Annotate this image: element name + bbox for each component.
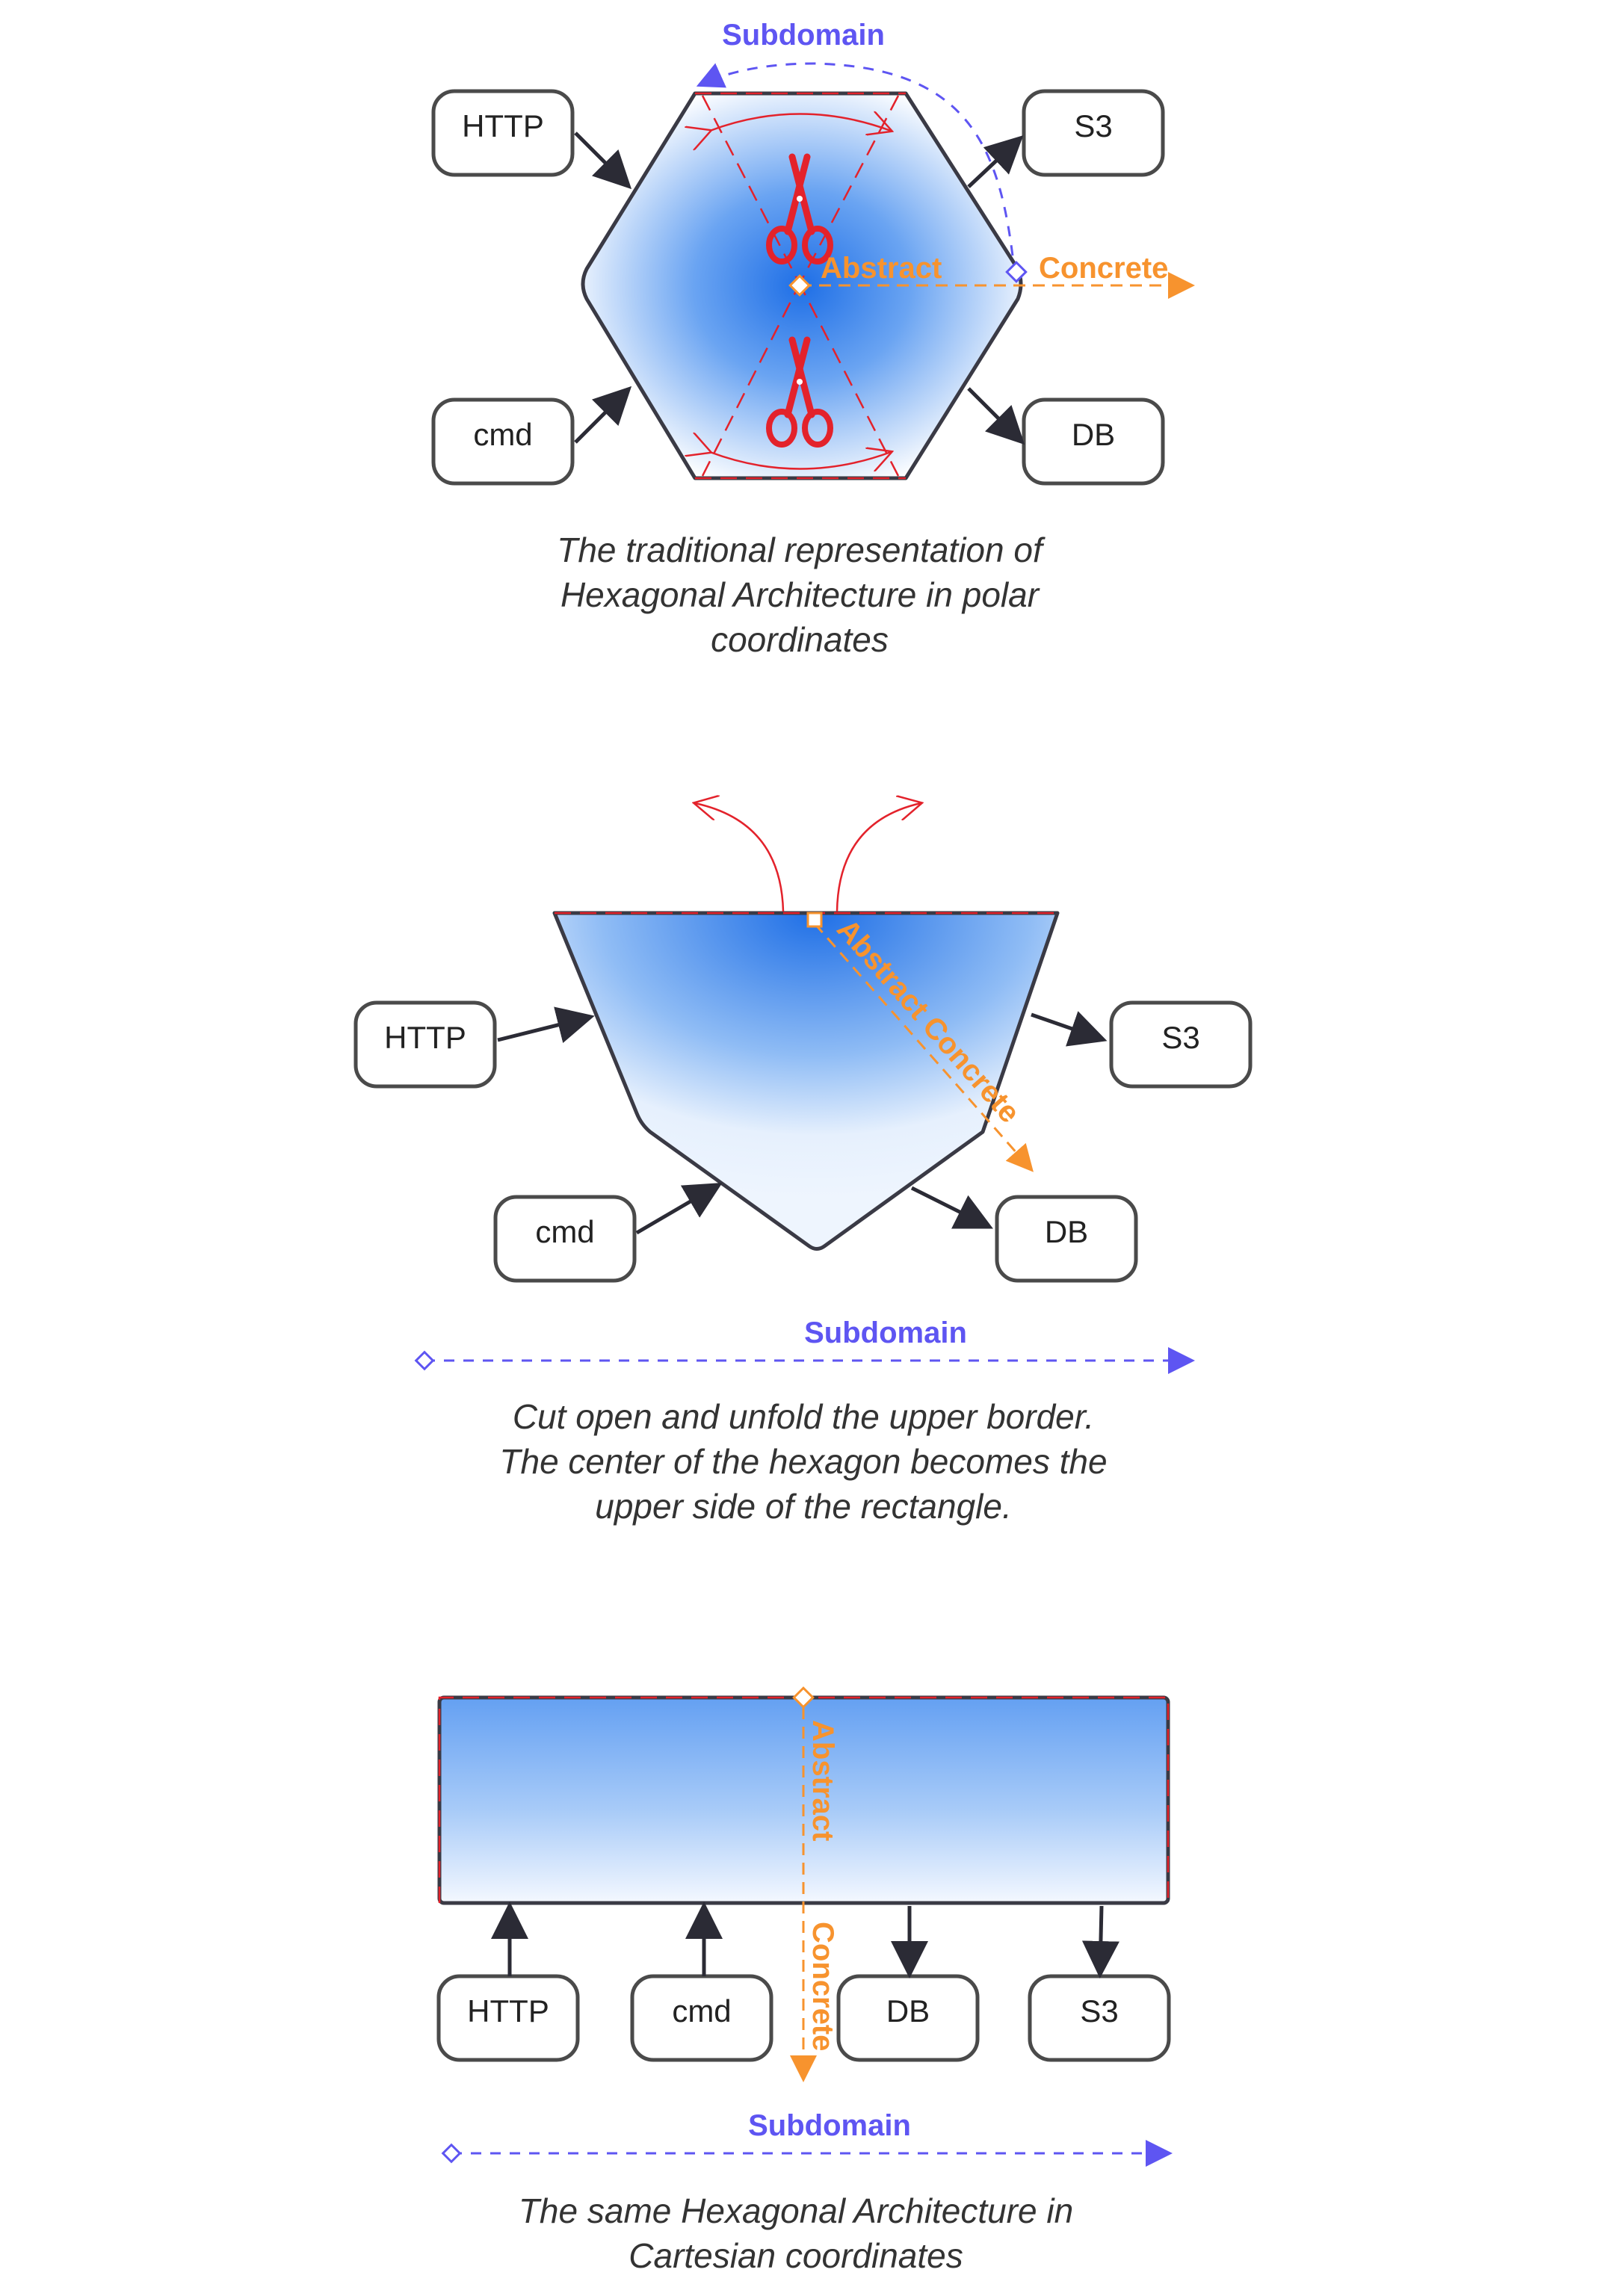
subdomain-marker [1005, 261, 1028, 283]
concrete-label: Concrete [806, 1922, 839, 2051]
s3-box: S3 [1028, 1974, 1171, 2062]
cut-lines [695, 92, 906, 480]
svg-text:cmd: cmd [672, 1993, 731, 2029]
svg-text:DB: DB [1045, 1214, 1088, 1249]
cmd-box: cmd [431, 397, 575, 486]
subdomain-marker [414, 1350, 435, 1371]
abstract-marker [806, 912, 823, 928]
svg-text:HTTP: HTTP [462, 108, 544, 143]
svg-text:HTTP: HTTP [467, 1993, 549, 2029]
svg-text:S3: S3 [1161, 1020, 1199, 1055]
caption-line: Cartesian coordinates [629, 2236, 963, 2275]
caption-line: The traditional representation of [557, 530, 1046, 569]
caption-line: Hexagonal Architecture in polar [560, 575, 1040, 614]
unfold-arrow-right [836, 803, 921, 912]
abstract-label: Abstract [821, 252, 942, 285]
cmd-arrow [574, 386, 632, 444]
s3-box: S3 [1022, 89, 1165, 177]
svg-text:cmd: cmd [535, 1214, 594, 1249]
s3-box: S3 [1109, 1000, 1253, 1089]
subdomain-label: Subdomain [748, 2109, 911, 2142]
db-box: DB [836, 1974, 980, 2062]
section-cartesian: Abstract Concrete HTTP cmd DB S3 Subdoma… [436, 1686, 1173, 2275]
svg-text:S3: S3 [1080, 1993, 1118, 2029]
http-box: HTTP [431, 89, 575, 177]
abstract-label: Abstract [806, 1720, 839, 1841]
db-box: DB [995, 1195, 1138, 1283]
svg-text:cmd: cmd [473, 417, 532, 452]
cmd-arrow [635, 1182, 723, 1235]
subdomain-marker [441, 2143, 462, 2164]
concrete-label: Concrete [1039, 252, 1168, 285]
http-box: HTTP [436, 1974, 580, 2062]
caption-line: Cut open and unfold the upper border. [513, 1397, 1094, 1436]
caption-line: The same Hexagonal Architecture in [519, 2191, 1073, 2230]
caption-line: upper side of the rectangle. [595, 1487, 1011, 1526]
svg-text:DB: DB [1072, 417, 1115, 452]
caption-line: The center of the hexagon becomes the [499, 1442, 1107, 1481]
abstract-concrete-axis [813, 923, 1034, 1172]
http-arrow [497, 1006, 595, 1043]
db-arrow [967, 387, 1025, 445]
pentagon-shape [552, 911, 1060, 1251]
section-polar: Subdomain Abstract Concrete HTTP cmd S3 … [431, 19, 1195, 659]
caption-line: coordinates [711, 620, 889, 659]
db-box: DB [1022, 397, 1165, 486]
svg-text:S3: S3 [1074, 108, 1112, 143]
db-arrow [910, 1186, 993, 1229]
subdomain-arc [696, 62, 1016, 276]
svg-text:HTTP: HTTP [384, 1020, 466, 1055]
http-arrow [574, 131, 632, 190]
s3-arrow [967, 135, 1024, 188]
subdomain-label: Subdomain [804, 1316, 967, 1349]
section-unfold: Abstract Concrete HTTP cmd S3 DB Subdoma… [353, 803, 1253, 1526]
cmd-box: cmd [493, 1195, 637, 1283]
s3-arrow [1081, 1905, 1119, 1978]
subdomain-label: Subdomain [722, 19, 885, 52]
svg-text:DB: DB [886, 1993, 930, 2029]
cmd-box: cmd [630, 1974, 773, 2062]
abstract-marker [792, 1686, 815, 1709]
abstract-marker [788, 274, 811, 297]
s3-arrow [1031, 1011, 1108, 1047]
http-box: HTTP [353, 1000, 497, 1089]
unfold-arrow-left [695, 803, 785, 912]
